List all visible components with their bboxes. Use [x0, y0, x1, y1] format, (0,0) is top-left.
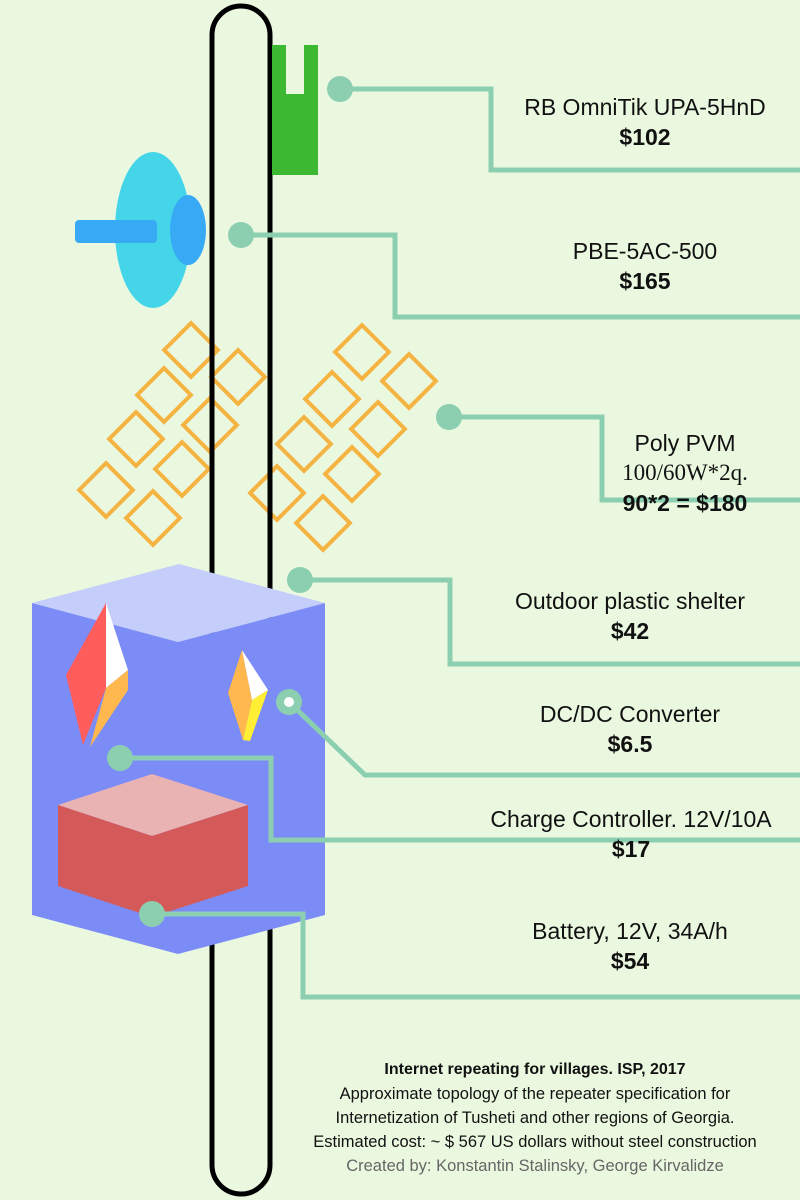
component-name: Battery, 12V, 34A/h: [532, 918, 728, 944]
connector-line: [300, 577, 800, 667]
footer-line: Estimated cost: ~ $ 567 US dollars witho…: [313, 1133, 757, 1151]
component-price: $54: [610, 948, 650, 974]
footer-credit: Created by: Konstantin Stalinsky, George…: [346, 1157, 724, 1175]
footer-title: Internet repeating for villages. ISP, 20…: [384, 1061, 686, 1078]
connector-dot: [139, 901, 165, 927]
component-label-charge-controller: Charge Controller. 12V/10A $17: [462, 804, 800, 864]
dish-antenna-icon: [75, 152, 206, 308]
connector-dot: [228, 222, 254, 248]
solar-cell: [180, 395, 240, 455]
component-name-line2: 100/60W*2q.: [622, 460, 748, 485]
component-name: PBE-5AC-500: [572, 238, 718, 264]
connector-dot: [327, 76, 353, 102]
solar-cell: [208, 347, 268, 407]
component-price: $17: [611, 836, 651, 862]
component-label-dcdc: DC/DC Converter $6.5: [460, 699, 800, 759]
solar-cell: [152, 439, 212, 499]
component-name: DC/DC Converter: [539, 701, 721, 727]
connector-line: [287, 700, 800, 778]
solar-cell: [293, 493, 353, 553]
charge-controller-icon: [66, 603, 128, 747]
solar-cell: [379, 351, 439, 411]
component-price: $6.5: [607, 731, 653, 757]
solar-cell: [332, 322, 392, 382]
battery-icon: [58, 774, 248, 917]
footer-line: Approximate topology of the repeater spe…: [339, 1085, 731, 1103]
connector-line: [241, 232, 800, 320]
component-name: Charge Controller. 12V/10A: [490, 806, 772, 832]
connector-dot: [436, 404, 462, 430]
component-price: $102: [619, 124, 671, 150]
solar-panel-right: [247, 322, 439, 553]
component-name-line1: Poly PVM: [634, 430, 736, 456]
solar-cell: [76, 460, 136, 520]
connector-line: [340, 86, 800, 173]
footer-line: Internetization of Tusheti and other reg…: [335, 1109, 735, 1127]
component-label-solar: Poly PVM 100/60W*2q. 90*2 = $180: [570, 428, 800, 518]
component-label-pbe: PBE-5AC-500 $165: [490, 236, 800, 296]
connector-line: [120, 755, 800, 843]
omni-antenna-icon: [272, 45, 318, 175]
solar-cell: [247, 463, 307, 523]
connector-line: [152, 911, 800, 1000]
connector-dot: [287, 567, 313, 593]
component-label-shelter: Outdoor plastic shelter $42: [460, 586, 800, 646]
solar-cell: [134, 365, 194, 425]
solar-cell: [348, 399, 408, 459]
component-label-omnitik: RB OmniTik UPA-5HnD $102: [490, 92, 800, 152]
dcdc-converter-icon: [228, 650, 268, 741]
component-name: RB OmniTik UPA-5HnD: [524, 94, 766, 120]
solar-cell: [123, 488, 183, 548]
solar-cell: [302, 369, 362, 429]
component-price: 90*2 = $180: [622, 490, 748, 516]
connector-dot: [107, 745, 133, 771]
component-price: $165: [619, 268, 671, 294]
connector-dot-center: [284, 697, 294, 707]
connector-line: [449, 414, 800, 503]
component-name: Outdoor plastic shelter: [514, 588, 746, 614]
component-price: $42: [610, 618, 650, 644]
solar-cell: [322, 444, 382, 504]
solar-cell: [274, 414, 334, 474]
footer-caption: Internet repeating for villages. ISP, 20…: [270, 1058, 800, 1178]
solar-cell: [161, 320, 221, 380]
solar-panel-left: [76, 320, 268, 548]
solar-cell: [106, 409, 166, 469]
component-label-battery: Battery, 12V, 34A/h $54: [460, 916, 800, 976]
